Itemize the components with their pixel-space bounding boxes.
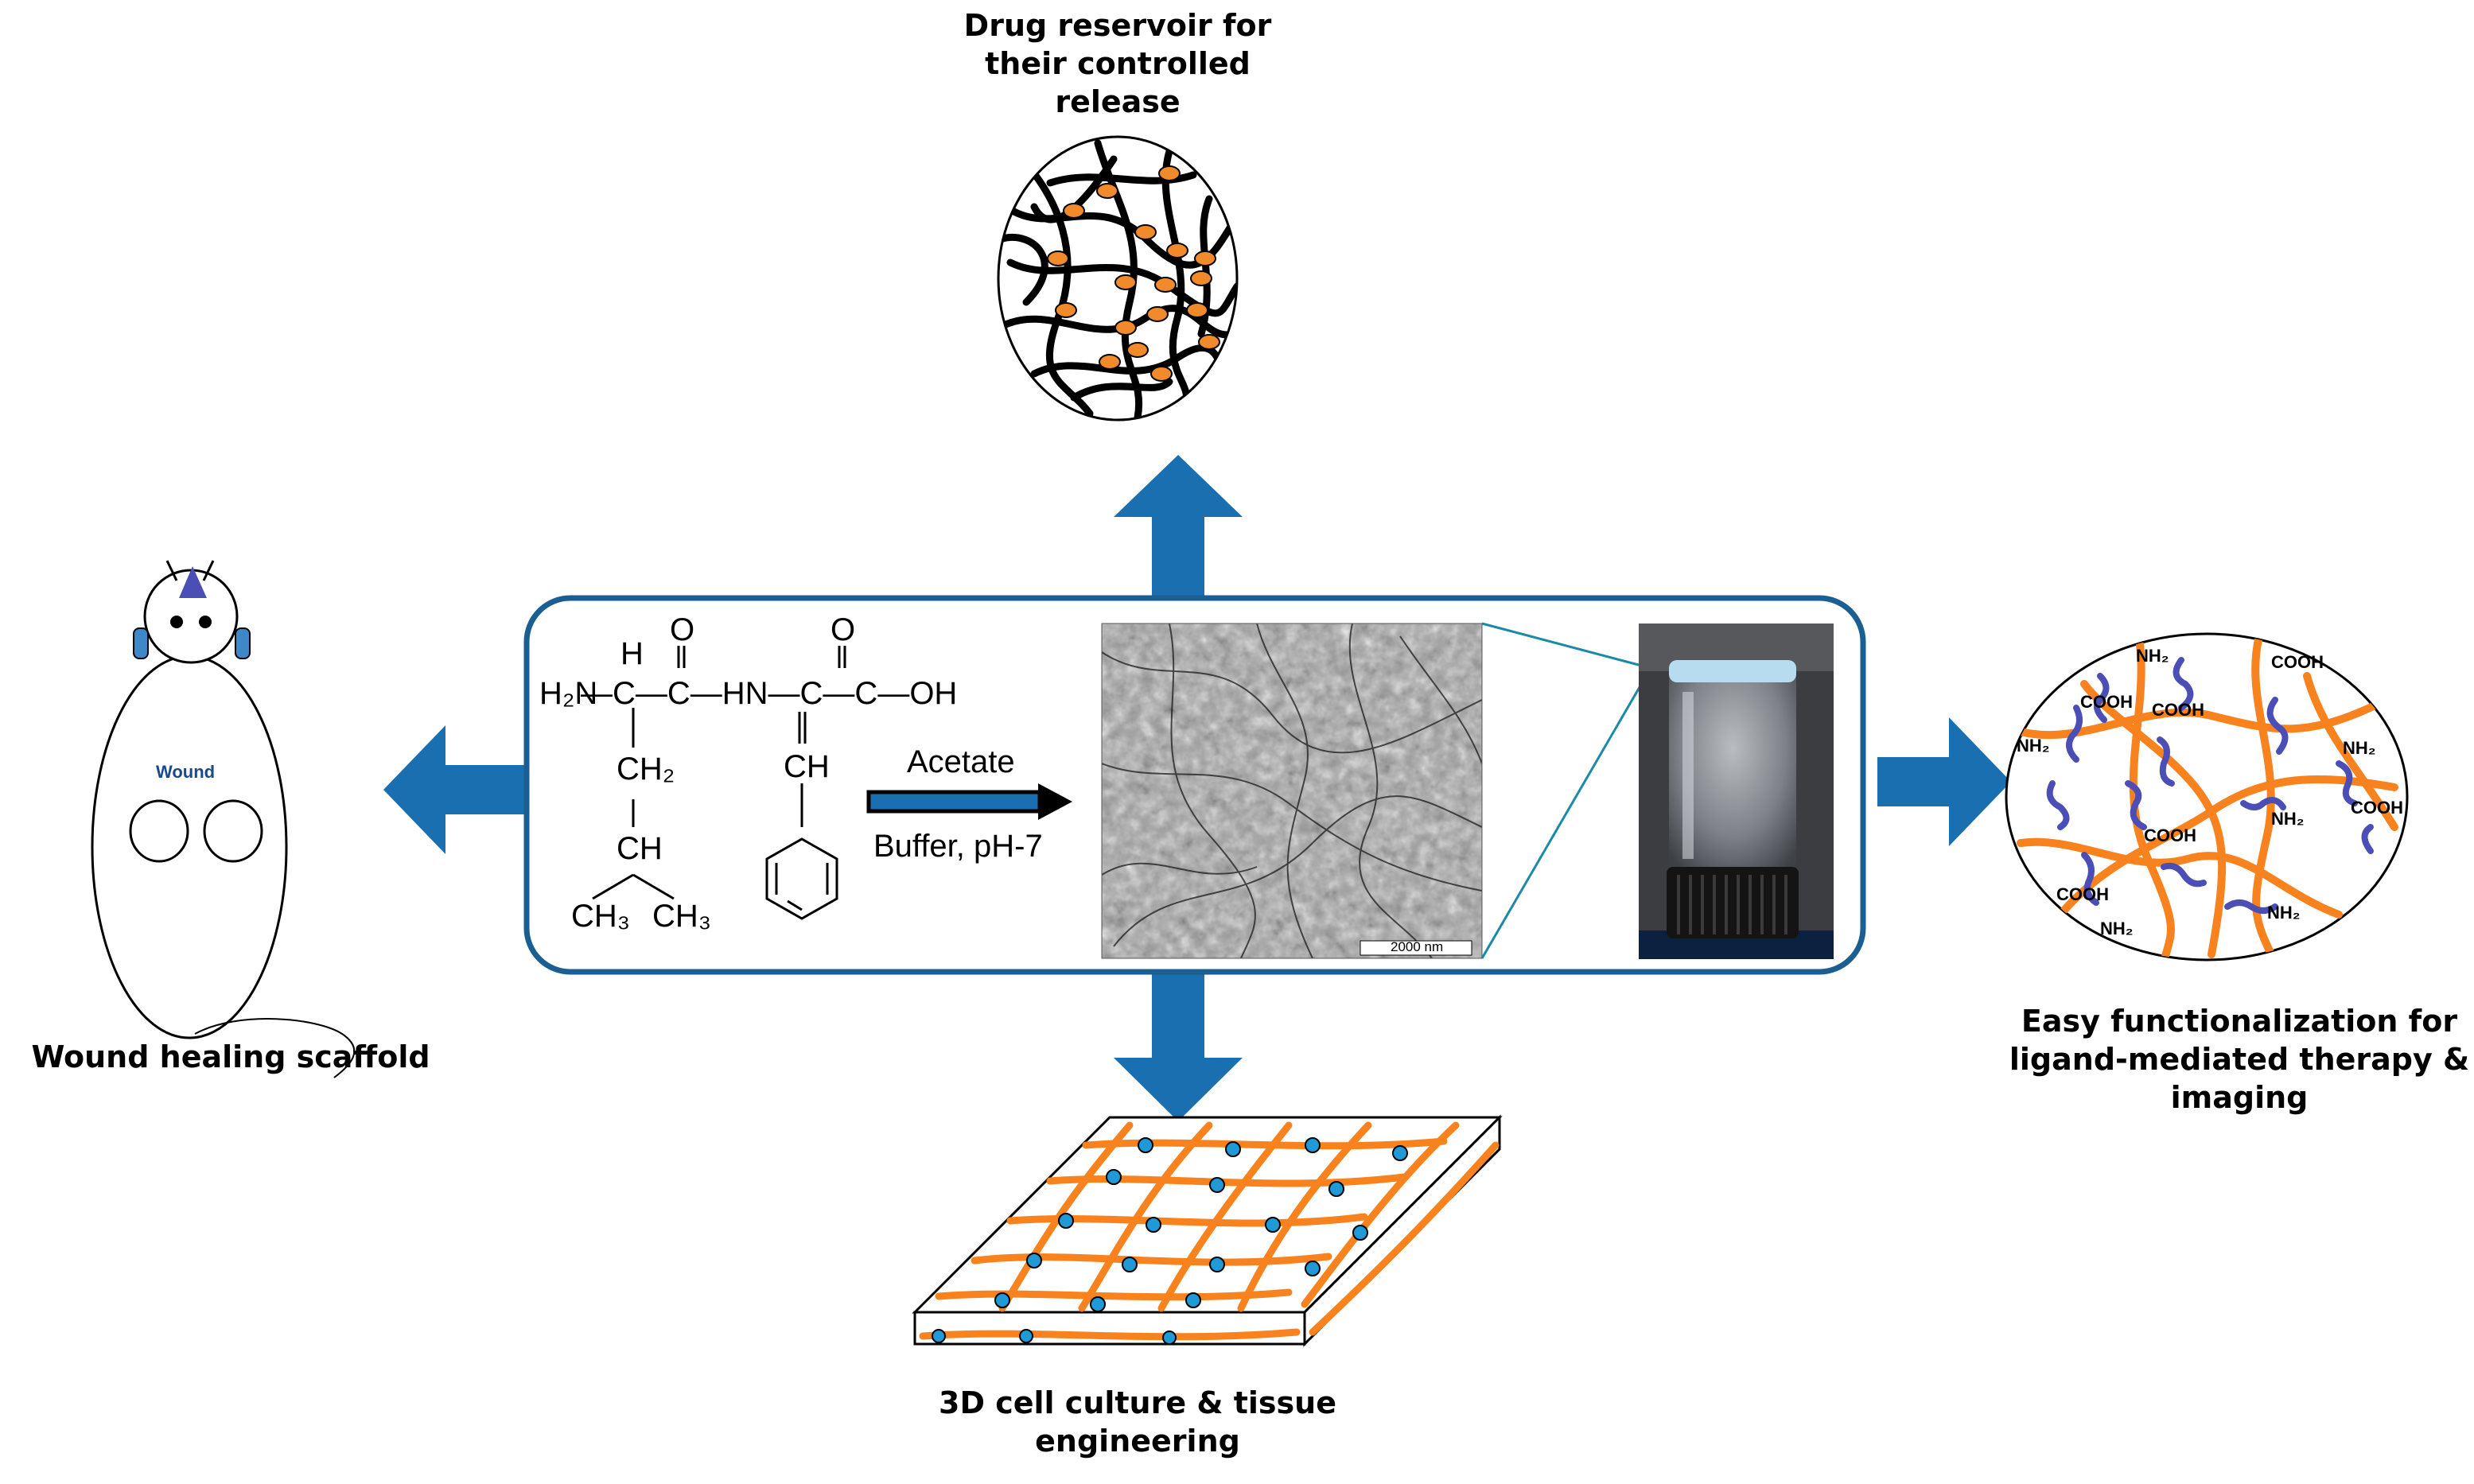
mol-ch2: CH₂ — [617, 752, 675, 787]
caption-drug-reservoir: Drug reservoir for their controlled rele… — [963, 8, 1272, 119]
mol-ch-right: CH — [784, 749, 830, 784]
mouse-eye-right — [199, 616, 212, 628]
label-nh2-1: NH₂ — [2136, 646, 2169, 666]
mol-ch: CH — [617, 831, 663, 866]
mol-backbone: —C—C—HN—C—C—OH — [581, 676, 958, 711]
mol-h2n: H₂N — [539, 676, 598, 711]
mouse-eye-left — [170, 616, 183, 628]
label-cooh-3: COOH — [2271, 652, 2324, 672]
mouse-ear-right — [235, 627, 251, 659]
label-nh2-2: NH₂ — [2017, 736, 2050, 756]
mouse-ear-left — [133, 627, 149, 659]
functionalization-illustration — [2005, 632, 2409, 961]
molecule-bonds — [592, 646, 846, 920]
drug-reservoir-illustration — [997, 135, 1239, 422]
reaction-label-buffer: Buffer, pH-7 — [873, 829, 1043, 864]
label-cooh-6: COOH — [2056, 884, 2109, 904]
mol-h: H — [620, 636, 644, 671]
label-cooh-4: COOH — [2144, 826, 2196, 845]
caption-functionalization: Easy functionalization for ligand-mediat… — [2009, 1004, 2470, 1115]
arrow-right — [1877, 717, 2011, 846]
label-nh2-6: NH₂ — [2267, 903, 2301, 923]
sem-micrograph — [1102, 624, 1482, 958]
mol-ch3-left: CH₃ — [571, 899, 631, 934]
mol-o2: O — [831, 612, 856, 647]
mouse-nose — [179, 566, 207, 598]
reaction-label-acetate: Acetate — [907, 744, 1015, 779]
arrow-down — [1114, 974, 1243, 1121]
zoom-lines — [1480, 622, 1652, 959]
label-nh2-3: NH₂ — [2343, 738, 2376, 758]
label-cooh-2: COOH — [2152, 700, 2204, 720]
label-cooh-1: COOH — [2080, 692, 2133, 712]
mouse-illustration — [91, 560, 356, 1078]
vial-photo — [1639, 624, 1834, 959]
caption-wound-healing: Wound healing scaffold — [31, 1039, 430, 1074]
mouse-wound-label: Wound — [156, 762, 216, 782]
arrow-up — [1114, 455, 1243, 604]
mol-o1: O — [670, 612, 695, 647]
label-cooh-5: COOH — [2351, 798, 2403, 818]
arrow-left — [383, 725, 533, 854]
mol-ch3-right: CH₃ — [652, 899, 712, 934]
reaction-arrow — [866, 783, 1072, 820]
caption-3d-culture: 3D cell culture & tissue engineering — [939, 1385, 1336, 1459]
label-nh2-5: NH₂ — [2100, 919, 2134, 938]
label-nh2-4: NH₂ — [2271, 809, 2305, 829]
scaffold-slab-illustration — [912, 1114, 1503, 1347]
sem-scale-bar: 2000 nm — [1391, 939, 1444, 954]
